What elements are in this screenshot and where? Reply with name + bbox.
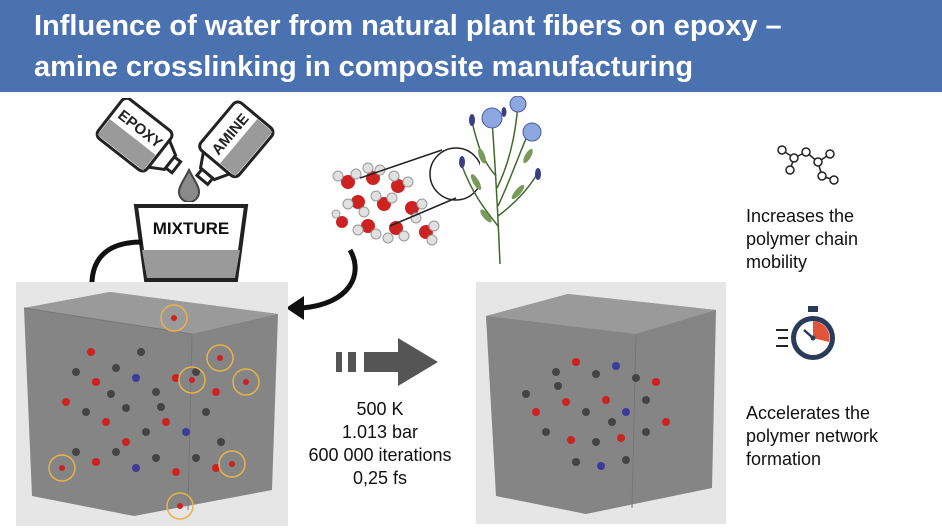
title-banner — [0, 0, 942, 92]
mixture-beaker: MIXTURE — [133, 204, 249, 282]
magnifier-circle — [429, 147, 480, 201]
timestep-text: 0,25 fs — [352, 468, 408, 488]
simulation-box-before — [16, 282, 288, 526]
process-arrow — [336, 338, 438, 386]
effect1-line3: mobility — [746, 252, 808, 272]
zoom-lines — [360, 147, 480, 227]
molecule-cluster — [522, 358, 670, 470]
mixture-label: MIXTURE — [153, 219, 230, 238]
title-line-2: amine crosslinking in composite manufact… — [34, 51, 694, 83]
molecule-cluster — [62, 348, 225, 476]
molecule-icon — [777, 145, 839, 185]
title-line-1: Influence of water from natural plant fi… — [34, 10, 782, 42]
stopwatch-icon — [776, 306, 835, 360]
iterations-text: 600 000 iterations — [308, 445, 452, 465]
simulation-conditions: 500 K 1.013 bar 600 000 iterations 0,25 … — [282, 398, 478, 490]
temperature-text: 500 K — [356, 399, 404, 419]
flax-plant-icon — [459, 96, 542, 265]
simulation-box-after — [476, 282, 726, 524]
page-title: Influence of water from natural plant fi… — [34, 6, 782, 88]
water-highlight-circles — [48, 304, 260, 520]
water-molecules — [331, 162, 440, 246]
effect2-line3: formation — [746, 449, 822, 469]
pressure-text: 1.013 bar — [341, 422, 419, 442]
effect-network-text: Accelerates the polymer network formatio… — [746, 402, 878, 471]
effect-mobility-text: Increases the polymer chain mobility — [746, 205, 858, 274]
effect1-line2: polymer chain — [746, 229, 859, 249]
effect2-line2: polymer network — [746, 426, 879, 446]
curved-arrow-water — [286, 248, 358, 320]
amine-bottle: AMINE — [194, 100, 275, 187]
effect2-line1: Accelerates the — [746, 403, 871, 423]
effect1-line1: Increases the — [746, 206, 855, 226]
epoxy-bottle: EPOXY — [95, 98, 183, 175]
drop-icon — [177, 168, 201, 202]
